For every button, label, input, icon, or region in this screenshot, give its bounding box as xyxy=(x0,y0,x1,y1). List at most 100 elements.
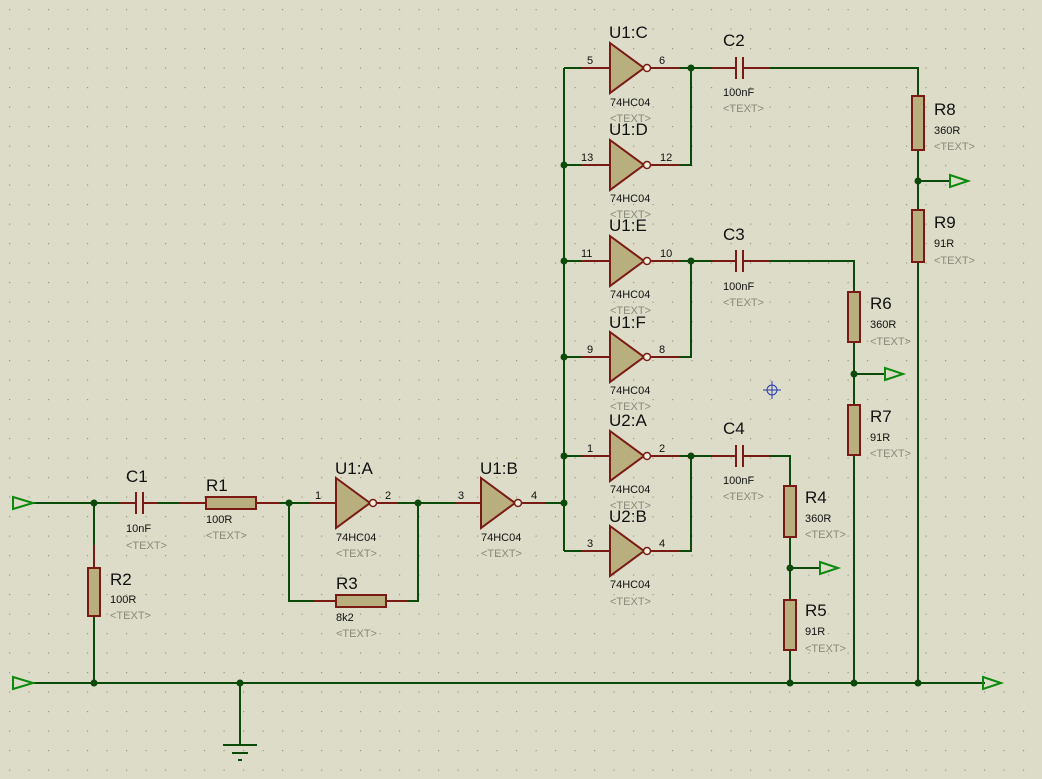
u1f-pin-out: 8 xyxy=(659,344,665,356)
c3-text: <TEXT> xyxy=(723,297,764,309)
u1b-value: 74HC04 xyxy=(481,532,521,544)
r5-ref: R5 xyxy=(805,601,827,620)
r1-text: <TEXT> xyxy=(206,530,247,542)
r7-text: <TEXT> xyxy=(870,448,911,460)
inverter-u1b[interactable]: 3 4 U1:B 74HC04 <TEXT> xyxy=(455,459,545,560)
u1a-value: 74HC04 xyxy=(336,532,376,544)
r2-text: <TEXT> xyxy=(110,610,151,622)
resistor-r4[interactable]: R4 360R <TEXT> xyxy=(783,485,846,541)
u1f-ref: U1:F xyxy=(609,313,646,332)
crosshair-icon xyxy=(763,381,781,399)
u1a-text: <TEXT> xyxy=(336,548,377,560)
junctions xyxy=(90,64,922,687)
r6-text: <TEXT> xyxy=(870,336,911,348)
u2b-text: <TEXT> xyxy=(610,596,651,608)
u1f-text: <TEXT> xyxy=(610,401,651,413)
r4-ref: R4 xyxy=(805,488,827,507)
ground-terminal-in-icon[interactable] xyxy=(12,675,37,691)
u1b-pin-out: 4 xyxy=(531,490,537,502)
capacitor-c3[interactable]: C3 100nF <TEXT> xyxy=(712,225,770,309)
u1b-pin-in: 3 xyxy=(458,490,464,502)
u1e-text: <TEXT> xyxy=(610,305,651,317)
c1-ref: C1 xyxy=(126,467,148,486)
ground-terminal-out-icon[interactable] xyxy=(982,675,1005,691)
resistor-r7[interactable]: R7 91R <TEXT> xyxy=(847,404,911,460)
u1d-value: 74HC04 xyxy=(610,193,650,205)
inverter-u1c[interactable]: 5 6 U1:C 74HC04 <TEXT> xyxy=(582,23,680,125)
r9-text: <TEXT> xyxy=(934,255,975,267)
c3-ref: C3 xyxy=(723,225,745,244)
u2a-value: 74HC04 xyxy=(610,484,650,496)
r8-ref: R8 xyxy=(934,100,956,119)
input-terminal-icon[interactable] xyxy=(12,495,37,511)
u2b-ref: U2:B xyxy=(609,507,647,526)
u1e-value: 74HC04 xyxy=(610,289,650,301)
r2-ref: R2 xyxy=(110,570,132,589)
inverter-u2a[interactable]: 1 2 U2:A 74HC04 <TEXT> xyxy=(582,411,680,512)
u1d-text: <TEXT> xyxy=(610,209,651,221)
output-terminal-r6r7-icon[interactable] xyxy=(884,366,907,382)
inverter-u1e[interactable]: 11 10 U1:E 74HC04 <TEXT> xyxy=(581,216,680,317)
resistor-r3[interactable]: R3 8k2 <TEXT> xyxy=(314,574,408,640)
resistor-r2[interactable]: R2 100R <TEXT> xyxy=(87,545,151,622)
r6-ref: R6 xyxy=(870,294,892,313)
u2a-text: <TEXT> xyxy=(610,500,651,512)
r7-ref: R7 xyxy=(870,407,892,426)
r1-value: 100R xyxy=(206,514,232,526)
c3-value: 100nF xyxy=(723,281,754,293)
ground-icon[interactable] xyxy=(223,744,257,761)
r7-value: 91R xyxy=(870,432,890,444)
resistor-r6[interactable]: R6 360R <TEXT> xyxy=(847,291,911,348)
u1c-pin-out: 6 xyxy=(659,55,665,67)
resistor-r8[interactable]: R8 360R <TEXT> xyxy=(911,95,975,153)
resistor-r5[interactable]: R5 91R <TEXT> xyxy=(783,599,846,655)
u2a-pin-out: 2 xyxy=(659,443,665,455)
u1f-pin-in: 9 xyxy=(587,344,593,356)
r9-value: 91R xyxy=(934,238,954,250)
r8-value: 360R xyxy=(934,125,960,137)
u1f-value: 74HC04 xyxy=(610,385,650,397)
u1c-value: 74HC04 xyxy=(610,97,650,109)
r8-text: <TEXT> xyxy=(934,141,975,153)
inverter-u1a[interactable]: 1 2 U1:A 74HC04 <TEXT> xyxy=(310,459,398,560)
r1-ref: R1 xyxy=(206,476,228,495)
inverter-u1f[interactable]: 9 8 U1:F 74HC04 <TEXT> xyxy=(582,313,680,413)
u1d-pin-out: 12 xyxy=(660,152,672,164)
r5-text: <TEXT> xyxy=(805,643,846,655)
resistor-r1[interactable]: R1 100R <TEXT> xyxy=(180,476,280,542)
u2b-value: 74HC04 xyxy=(610,579,650,591)
u2b-pin-out: 4 xyxy=(659,538,665,550)
capacitor-c4[interactable]: C4 100nF <TEXT> xyxy=(712,419,770,503)
output-terminal-r8r9-icon[interactable] xyxy=(949,173,972,189)
u1c-ref: U1:C xyxy=(609,23,648,42)
output-terminal-r4r5-icon[interactable] xyxy=(819,560,842,576)
u1e-pin-in: 11 xyxy=(581,248,592,260)
c1-text: <TEXT> xyxy=(126,540,167,552)
u1a-pin-in: 1 xyxy=(315,490,321,502)
c4-ref: C4 xyxy=(723,419,745,438)
u1d-ref: U1:D xyxy=(609,120,648,139)
u1b-ref: U1:B xyxy=(480,459,518,478)
r4-value: 360R xyxy=(805,513,831,525)
r6-value: 360R xyxy=(870,319,896,331)
capacitor-c2[interactable]: C2 100nF <TEXT> xyxy=(712,31,770,115)
resistor-r9[interactable]: R9 91R <TEXT> xyxy=(911,209,975,267)
r3-ref: R3 xyxy=(336,574,358,593)
u2a-ref: U2:A xyxy=(609,411,647,430)
r2-value: 100R xyxy=(110,594,136,606)
u1e-pin-out: 10 xyxy=(660,248,672,260)
capacitor-c1[interactable]: C1 10nF <TEXT> xyxy=(120,467,167,552)
u1a-pin-out: 2 xyxy=(385,490,391,502)
c2-ref: C2 xyxy=(723,31,745,50)
u1d-pin-in: 13 xyxy=(581,152,593,164)
u1e-ref: U1:E xyxy=(609,216,647,235)
u1c-text: <TEXT> xyxy=(610,113,651,125)
inverter-u1d[interactable]: 13 12 U1:D 74HC04 <TEXT> xyxy=(581,120,680,221)
inverter-u2b[interactable]: 3 4 U2:B 74HC04 <TEXT> xyxy=(582,507,680,608)
r4-text: <TEXT> xyxy=(805,529,846,541)
r5-value: 91R xyxy=(805,626,825,638)
u2a-pin-in: 1 xyxy=(587,443,593,455)
r9-ref: R9 xyxy=(934,213,956,232)
c4-text: <TEXT> xyxy=(723,491,764,503)
